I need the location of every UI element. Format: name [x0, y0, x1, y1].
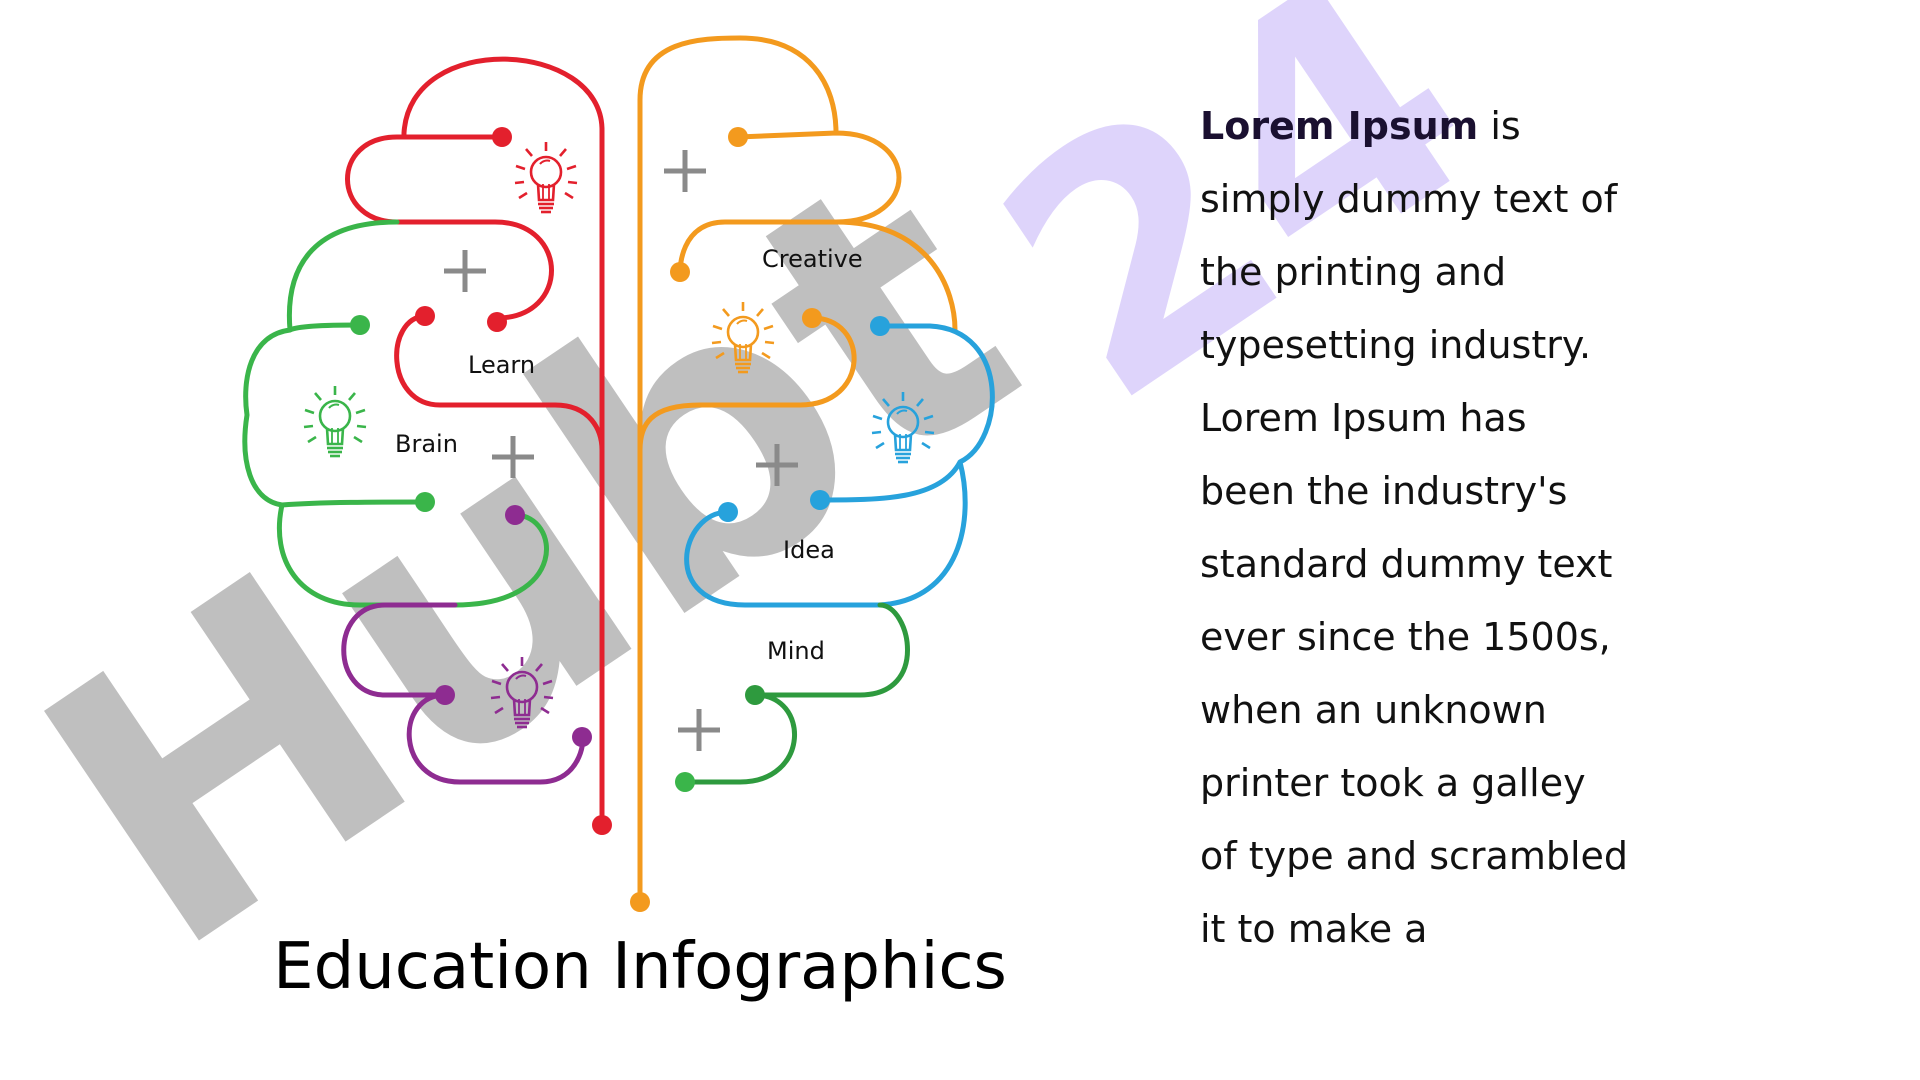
- red-path: [345, 56, 605, 828]
- plus-icon-5: [678, 709, 720, 751]
- paragraph-bold-lead: Lorem Ipsum: [1200, 104, 1479, 148]
- plus-icon-1: [664, 150, 706, 192]
- label-creative: Creative: [762, 245, 863, 273]
- green-path: [242, 219, 549, 608]
- label-idea: Idea: [783, 536, 835, 564]
- orange-path: [637, 35, 958, 905]
- label-brain: Brain: [395, 430, 458, 458]
- paragraph-line: standard dummy text: [1200, 542, 1613, 586]
- plus-icon-3: [492, 436, 534, 478]
- paragraph-line: of type and scrambled: [1200, 834, 1629, 878]
- dark-green-path: [682, 602, 910, 785]
- paragraph-line: Lorem Ipsum has: [1200, 396, 1527, 440]
- endpoint-dots: [350, 127, 890, 912]
- plus-icon-2: [444, 250, 486, 292]
- paragraph-line: printer took a galley: [1200, 761, 1586, 805]
- description-paragraph: Lorem Ipsum is simply dummy text of the …: [1200, 90, 1760, 966]
- lightbulb-icon-red: [513, 140, 579, 214]
- purple-path: [341, 602, 586, 785]
- lightbulb-icon-blue: [870, 390, 936, 464]
- label-mind: Mind: [767, 637, 825, 665]
- label-learn: Learn: [468, 351, 535, 379]
- paragraph-line: ever since the 1500s,: [1200, 615, 1611, 659]
- paragraph-line: typesetting industry.: [1200, 323, 1592, 367]
- page-title: Education Infographics: [273, 930, 1007, 1004]
- paragraph-line: when an unknown: [1200, 688, 1547, 732]
- paragraph-line-1: Lorem Ipsum is: [1200, 104, 1521, 148]
- lightbulb-icon-orange: [710, 300, 776, 374]
- paragraph-line: the printing and: [1200, 250, 1507, 294]
- lightbulb-icon-green: [302, 384, 368, 458]
- red-learn-curl: [394, 313, 605, 453]
- blue-path: [684, 323, 995, 608]
- plus-icon-4: [756, 444, 798, 486]
- paragraph-line: simply dummy text of: [1200, 177, 1618, 221]
- lightbulb-icon-purple: [489, 655, 555, 729]
- paragraph-line: it to make a: [1200, 907, 1428, 951]
- paragraph-line: been the industry's: [1200, 469, 1568, 513]
